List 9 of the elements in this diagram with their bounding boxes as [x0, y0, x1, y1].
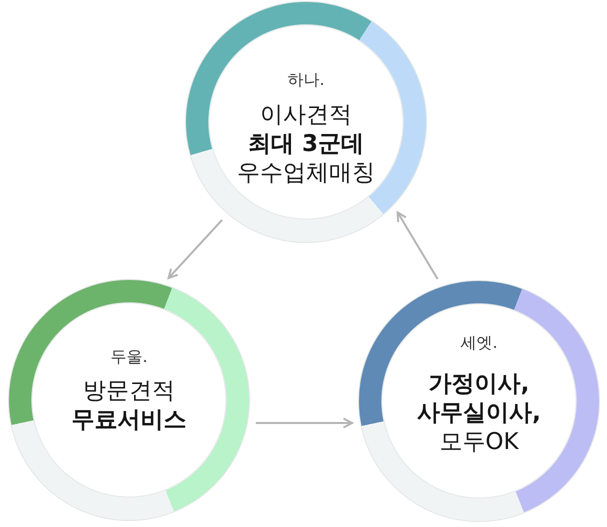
arrow	[396, 211, 438, 280]
arrow	[256, 418, 354, 428]
step-number: 두울.	[110, 346, 148, 368]
step-text: 이사견적 최대 3군데 우수업체매칭	[237, 101, 375, 188]
step-text: 가정이사, 사무실이사, 모두OK	[417, 370, 541, 457]
step-number: 세엣.	[460, 332, 498, 354]
step-text: 방문견적 무료서비스	[72, 377, 186, 435]
step-number: 하나.	[287, 69, 325, 91]
arrow	[168, 219, 223, 280]
